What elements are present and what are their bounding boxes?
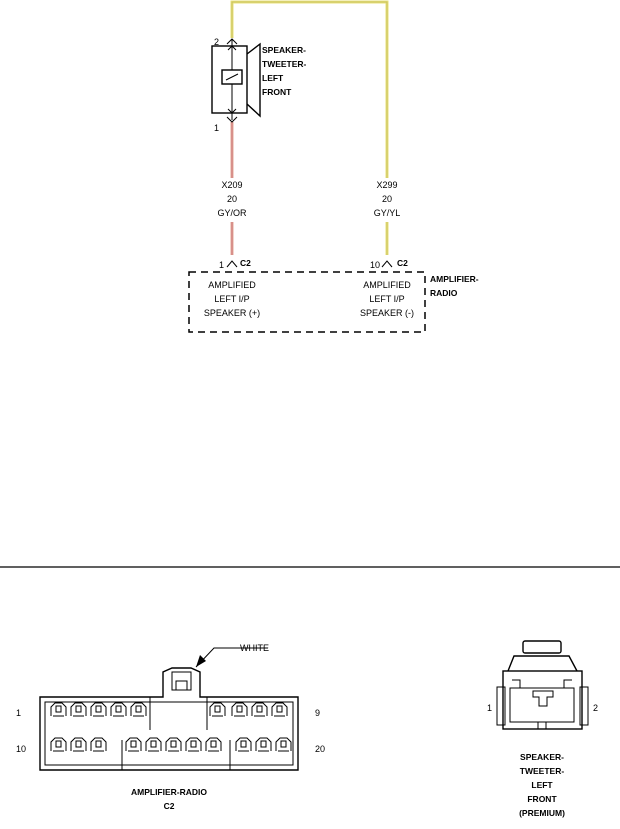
amp-connector-face [39,667,299,771]
amp-right-connector: C2 [397,258,408,268]
amp-left-desc-2: LEFT I/P [214,294,249,304]
terminal-cavity [110,702,127,717]
terminal-cavity [125,737,142,752]
amp-name-line-2: RADIO [430,288,458,298]
amp-left-desc-3: SPEAKER (+) [204,308,260,318]
terminal-cavity [205,737,222,752]
speaker-pin-top-label: 2 [214,37,219,47]
amplifier-radio-box [188,271,426,333]
speaker-connector-pin-1: 1 [487,703,492,713]
left-wire-gauge: 20 [227,194,237,204]
speaker-name-line-4: FRONT [262,87,292,97]
right-wire-color: GY/YL [374,208,401,218]
terminal-cavity [50,737,67,752]
terminal-cavity [185,737,202,752]
amp-left-desc-1: AMPLIFIED [208,280,256,290]
right-wire-gauge: 20 [382,194,392,204]
amp-pin-10-chevron [381,260,393,268]
speaker-pin-bottom-label: 1 [214,123,219,133]
amp-left-connector: C2 [240,258,251,268]
left-wire-color: GY/OR [217,208,247,218]
speaker-connector-caption-1: SPEAKER- [520,752,564,762]
speaker-tweeter-symbol [211,38,261,123]
terminal-cavity [90,737,107,752]
speaker-connector-face [496,640,589,730]
terminal-cavity [235,737,252,752]
amp-left-pin-number: 1 [219,260,224,270]
terminal-cavity [130,702,147,717]
white-leader-arrow [196,655,206,667]
amp-right-desc-2: LEFT I/P [369,294,404,304]
terminal-cavity [255,737,272,752]
pin-1-chevron [226,116,238,123]
terminal-cavity [231,702,248,717]
amp-connector-pin-20: 20 [315,744,325,754]
terminal-cavity [209,702,226,717]
amp-connector-row-2 [50,737,292,752]
amp-connector-caption-1: AMPLIFIER-RADIO [131,787,207,797]
speaker-connector-caption-5: (PREMIUM) [519,808,565,818]
amp-pin-1-chevron [226,260,238,268]
speaker-name-line-1: SPEAKER- [262,45,306,55]
amp-connector-pin-1: 1 [16,708,21,718]
left-wire-circuit: X209 [221,180,242,190]
speaker-connector-pin-2: 2 [593,703,598,713]
speaker-connector-caption-3: LEFT [531,780,553,790]
amp-right-pin-number: 10 [370,260,380,270]
terminal-cavity [70,702,87,717]
terminal-cavity [275,737,292,752]
terminal-cavity [251,702,268,717]
terminal-cavity [90,702,107,717]
speaker-name-line-2: TWEETER- [262,59,307,69]
terminal-cavity [165,737,182,752]
amp-right-desc-1: AMPLIFIED [363,280,411,290]
right-wire-circuit: X299 [376,180,397,190]
terminal-cavity [70,737,87,752]
amp-connector-row-1 [50,702,288,717]
amp-connector-caption-2: C2 [164,801,175,811]
speaker-name-line-3: LEFT [262,73,284,83]
amp-connector-color-label: WHITE [240,643,269,653]
terminal-cavity [50,702,67,717]
wire-gy-yl [230,0,389,255]
speaker-connector-caption-4: FRONT [527,794,557,804]
amp-connector-pin-9: 9 [315,708,320,718]
amp-right-desc-3: SPEAKER (-) [360,308,414,318]
terminal-cavity [271,702,288,717]
speaker-connector-caption-2: TWEETER- [520,766,565,776]
terminal-cavity [145,737,162,752]
amp-connector-pin-10: 10 [16,744,26,754]
amp-name-line-1: AMPLIFIER- [430,274,479,284]
